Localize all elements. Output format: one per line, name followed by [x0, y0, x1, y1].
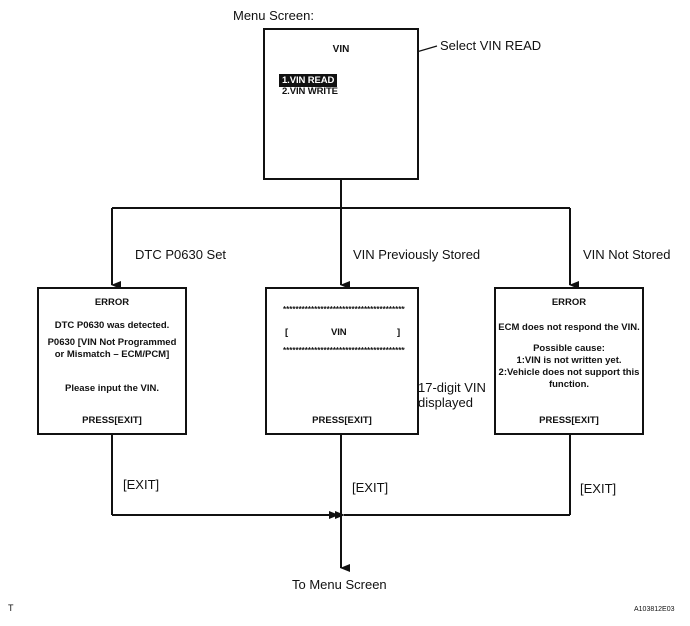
branch-label-dtc: DTC P0630 Set	[135, 247, 227, 262]
not-stored-error-title: ERROR	[551, 297, 587, 308]
branch-label-stored: VIN Previously Stored	[353, 247, 481, 262]
dtc-error-title: ERROR	[94, 297, 130, 308]
possible-cause-2b: function.	[548, 379, 590, 390]
vin-callout-line2: displayed	[418, 395, 473, 410]
possible-cause-1: 1:VIN is not written yet.	[516, 355, 622, 366]
menu-title: VIN	[332, 44, 350, 55]
possible-cause-2a: 2:Vehicle does not support this	[498, 367, 640, 378]
exit-label-middle: [EXIT]	[352, 480, 389, 495]
dtc-error-line3: Please input the VIN.	[65, 383, 159, 394]
menu-item-vin-read[interactable]: 1.VIN READ	[279, 70, 338, 88]
exit-label-right: [EXIT]	[580, 481, 617, 496]
vin-press-exit[interactable]: PRESS[EXIT]	[312, 415, 372, 426]
dtc-error-box: ERROR DTC P0630 was detected. P0630 [VIN…	[37, 287, 187, 435]
dtc-error-line2a: P0630 [VIN Not Programmed	[47, 337, 177, 348]
figure-id: A103812E03	[634, 606, 675, 613]
select-vin-read-callout: Select VIN READ	[440, 38, 542, 53]
vin-bracket-close: ]	[397, 327, 401, 338]
dtc-press-exit[interactable]: PRESS[EXIT]	[82, 415, 142, 426]
not-stored-press-exit[interactable]: PRESS[EXIT]	[539, 415, 599, 426]
menu-screen-box: VIN 1.VIN READ 2.VIN WRITE	[263, 28, 419, 180]
not-stored-line1: ECM does not respond the VIN.	[498, 322, 640, 333]
menu-screen-label: Menu Screen:	[233, 8, 314, 23]
footer-left-mark: T	[8, 603, 14, 613]
branch-label-not-stored: VIN Not Stored	[583, 247, 671, 262]
vin-display-box: ****************************************…	[265, 287, 419, 435]
possible-cause-title: Possible cause:	[533, 343, 605, 354]
to-menu-screen-label: To Menu Screen	[292, 577, 387, 592]
vin-dots-top: ****************************************…	[283, 305, 405, 314]
vin-bracket-open: [	[285, 327, 289, 338]
vin-callout-line1: 17-digit VIN	[418, 380, 486, 395]
exit-label-left: [EXIT]	[123, 477, 160, 492]
vin-callout: 17-digit VIN displayed	[418, 380, 486, 410]
vin-value: VIN	[331, 327, 347, 338]
vin-dots-bottom: ****************************************…	[283, 346, 405, 355]
not-stored-error-box: ERROR ECM does not respond the VIN. Poss…	[494, 287, 644, 435]
menu-item-vin-write[interactable]: 2.VIN WRITE	[282, 86, 338, 97]
dtc-error-line2b: or Mismatch – ECM/PCM]	[54, 349, 170, 360]
dtc-error-line1: DTC P0630 was detected.	[54, 320, 170, 331]
